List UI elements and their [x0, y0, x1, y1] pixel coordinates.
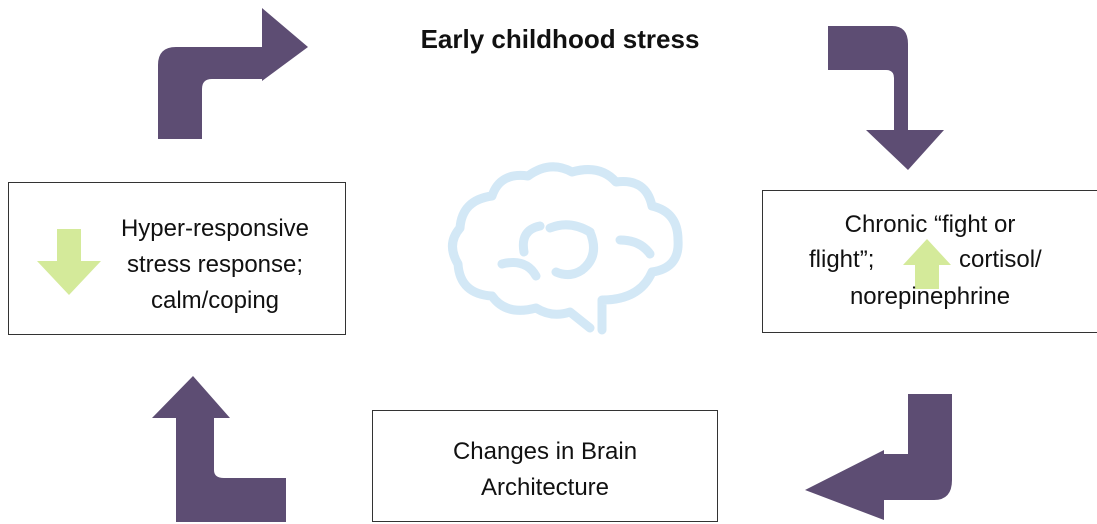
node-stress-response-line: stress response;	[126, 251, 304, 278]
arrow-top-to-right-icon	[828, 26, 944, 170]
up-arrow-icon	[903, 239, 951, 289]
brain-icon	[448, 162, 683, 335]
node-fight-or-flight-line: Chronic “fight or	[844, 211, 1016, 238]
diagram-title: Early childhood stress	[420, 24, 700, 54]
node-fight-or-flight-line: norepinephrine	[849, 283, 1011, 310]
node-brain-architecture-line: Changes in Brain	[452, 438, 638, 465]
node-brain-architecture-text: Changes in Brain Architecture	[373, 434, 717, 506]
node-fight-or-flight: Chronic “fight or flight”; cortisol/ nor…	[762, 190, 1097, 333]
arrow-left-to-top-icon	[158, 8, 308, 139]
arrow-bottom-to-left-icon	[152, 376, 286, 522]
node-brain-architecture: Changes in Brain Architecture	[372, 410, 718, 522]
node-fight-or-flight-line: flight”;	[809, 246, 875, 273]
node-brain-architecture-line: Architecture	[480, 474, 610, 501]
node-stress-response: Hyper-responsive stress response; calm/c…	[8, 182, 346, 335]
arrow-right-to-bottom-icon	[805, 394, 952, 520]
node-fight-or-flight-line: cortisol/	[959, 246, 1042, 273]
node-stress-response-text: Hyper-responsive stress response; calm/c…	[95, 211, 335, 319]
node-stress-response-line: Hyper-responsive	[120, 215, 310, 242]
node-stress-response-line: calm/coping	[150, 287, 280, 314]
down-arrow-icon	[37, 229, 101, 295]
